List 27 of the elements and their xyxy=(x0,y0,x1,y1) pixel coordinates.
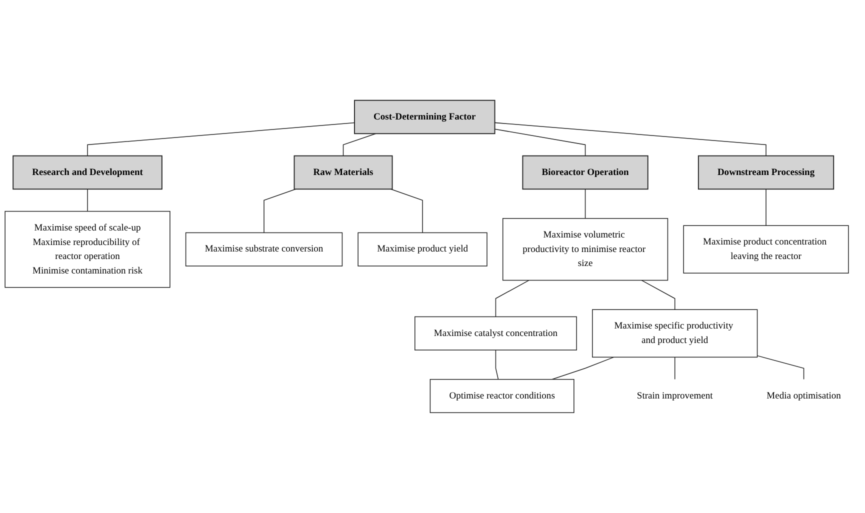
connector xyxy=(494,122,766,156)
node-text: Strain improvement xyxy=(636,390,713,401)
node-box: Downstream Processing xyxy=(698,155,834,190)
connector xyxy=(584,188,586,219)
connector xyxy=(495,280,530,318)
connector xyxy=(342,133,376,156)
node-box: Maximise product concentration leaving the reactor xyxy=(683,225,849,274)
node-box: Maximise speed of scale-up Maximise reproducibility of reactor operation Minimise contamination risk xyxy=(4,210,170,288)
node-box: Maximise catalyst concentration xyxy=(414,316,577,350)
node-box: Cost-Determining Factor xyxy=(354,100,496,134)
connector xyxy=(87,188,88,212)
connector xyxy=(641,280,676,310)
connector xyxy=(494,128,586,156)
connector xyxy=(756,355,804,380)
connector xyxy=(87,122,355,156)
node-box: Raw Materials xyxy=(294,155,393,190)
node-box: Bioreactor Operation xyxy=(522,155,648,190)
node-box: Research and Development xyxy=(12,155,162,190)
node-box: Optimise reactor conditions xyxy=(430,378,574,414)
connector xyxy=(552,356,614,380)
connector xyxy=(674,356,676,380)
node-box: Maximise product yield xyxy=(358,232,488,266)
node-box: Maximise volumetric productivity to minimise reactor size xyxy=(502,218,668,281)
connector xyxy=(495,350,499,380)
node-box: Maximise substrate conversion xyxy=(185,232,343,266)
node-text: Media optimisation xyxy=(766,390,841,401)
node-box: Maximise specific productivity and product yield xyxy=(592,309,758,358)
